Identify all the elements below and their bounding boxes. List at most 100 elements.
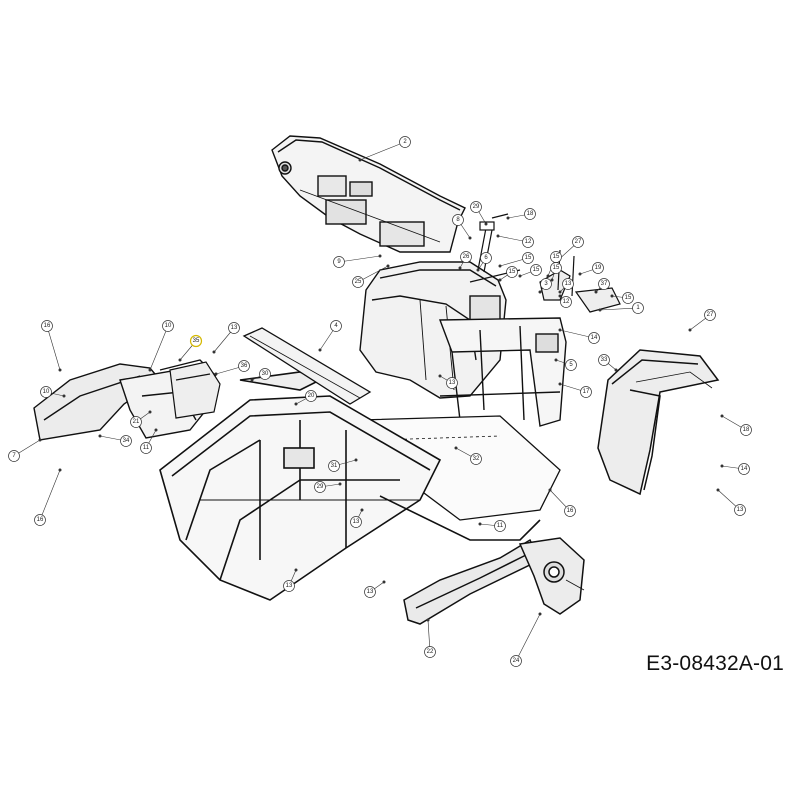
leader-end-dot <box>458 266 462 270</box>
callout-bubble <box>510 655 522 667</box>
callout-leader-16 <box>46 325 61 371</box>
callout-leader-24 <box>515 613 541 662</box>
callout-15[interactable]: 15 <box>550 251 562 263</box>
callout-label: 17 <box>583 389 590 395</box>
leader-end-dot <box>360 508 364 512</box>
callout-35[interactable]: 35 <box>189 334 203 348</box>
callout-11[interactable]: 11 <box>494 520 506 532</box>
callout-29[interactable]: 29 <box>470 201 482 213</box>
callout-37[interactable]: 37 <box>598 278 610 290</box>
callout-9[interactable]: 9 <box>333 256 345 268</box>
leader-end-dot <box>546 274 550 278</box>
callout-15[interactable]: 15 <box>506 266 518 278</box>
callout-15[interactable]: 15 <box>522 252 534 264</box>
callout-label: 13 <box>565 281 572 287</box>
leader-end-dot <box>338 482 342 486</box>
callout-label: 15 <box>533 267 540 273</box>
leader-end-dot <box>212 350 216 354</box>
callout-18[interactable]: 18 <box>524 208 536 220</box>
callout-30[interactable]: 30 <box>259 368 271 380</box>
callout-13[interactable]: 13 <box>446 377 458 389</box>
callout-1[interactable]: 1 <box>632 302 644 314</box>
callout-26[interactable]: 26 <box>460 251 472 263</box>
callout-label: 10 <box>165 323 172 329</box>
callout-12[interactable]: 12 <box>522 236 534 248</box>
callout-bubble <box>120 435 132 447</box>
callout-21[interactable]: 21 <box>130 416 142 428</box>
drawing-code: E3-08432A-01 <box>646 652 784 675</box>
leader-end-dot <box>484 222 488 226</box>
callout-16[interactable]: 16 <box>34 514 46 526</box>
callout-19[interactable]: 19 <box>592 262 604 274</box>
callout-16[interactable]: 16 <box>564 505 576 517</box>
callout-13[interactable]: 13 <box>350 516 362 528</box>
callout-10[interactable]: 10 <box>162 320 174 332</box>
callout-10[interactable]: 10 <box>40 386 52 398</box>
callout-bubble <box>283 580 295 592</box>
callout-bubble <box>734 504 746 516</box>
leader-end-dot <box>358 158 362 162</box>
callout-13[interactable]: 13 <box>734 504 746 516</box>
callout-label: 13 <box>353 519 360 525</box>
callout-13[interactable]: 13 <box>364 586 376 598</box>
leader-end-dot <box>716 488 720 492</box>
callout-33[interactable]: 33 <box>598 354 610 366</box>
callout-13[interactable]: 13 <box>228 322 240 334</box>
callout-14[interactable]: 14 <box>588 332 600 344</box>
callout-label: 24 <box>513 658 520 664</box>
callout-2[interactable]: 2 <box>399 136 411 148</box>
callout-34[interactable]: 34 <box>120 435 132 447</box>
callout-bubble <box>506 266 518 278</box>
callout-6[interactable]: 6 <box>480 252 492 264</box>
callout-29[interactable]: 29 <box>314 481 326 493</box>
callout-13[interactable]: 13 <box>283 580 295 592</box>
callout-18[interactable]: 18 <box>740 424 752 436</box>
callout-label: 31 <box>331 463 338 469</box>
callout-label: 15 <box>553 265 560 271</box>
callout-bubble <box>328 460 340 472</box>
callout-20[interactable]: 20 <box>305 390 317 402</box>
callout-36[interactable]: 36 <box>238 360 250 372</box>
callout-label: 32 <box>473 456 480 462</box>
callout-15[interactable]: 15 <box>550 262 562 274</box>
callout-7[interactable]: 7 <box>8 450 20 462</box>
callout-15[interactable]: 15 <box>622 292 634 304</box>
leader-end-dot <box>688 328 692 332</box>
callout-17[interactable]: 17 <box>580 386 592 398</box>
callout-16[interactable]: 16 <box>41 320 53 332</box>
callout-bubble <box>34 514 46 526</box>
callout-bubble <box>130 416 142 428</box>
callout-label: 26 <box>463 254 470 260</box>
callout-31[interactable]: 31 <box>328 460 340 472</box>
callout-4[interactable]: 4 <box>330 320 342 332</box>
callout-bubble <box>364 586 376 598</box>
callout-22[interactable]: 22 <box>424 646 436 658</box>
callout-11[interactable]: 11 <box>140 442 152 454</box>
callout-leader-2 <box>359 141 406 161</box>
callout-8[interactable]: 8 <box>452 214 464 226</box>
callout-27[interactable]: 27 <box>572 236 584 248</box>
callout-bubble <box>740 424 752 436</box>
callout-bubble <box>572 236 584 248</box>
callout-label: 11 <box>497 523 504 529</box>
callout-5[interactable]: 5 <box>565 359 577 371</box>
callout-bubble <box>550 262 562 274</box>
front-fender-pair <box>403 537 585 625</box>
callout-24[interactable]: 24 <box>510 655 522 667</box>
leader-end-dot <box>518 274 522 278</box>
callout-3[interactable]: 3 <box>540 278 552 290</box>
callout-15[interactable]: 15 <box>530 264 542 276</box>
callout-25[interactable]: 25 <box>352 276 364 288</box>
leader-end-dot <box>454 446 458 450</box>
callout-label: 8 <box>456 217 460 223</box>
callout-label: 12 <box>525 239 532 245</box>
callout-32[interactable]: 32 <box>470 453 482 465</box>
callout-14[interactable]: 14 <box>738 463 750 475</box>
callout-13[interactable]: 13 <box>562 278 574 290</box>
callout-12[interactable]: 12 <box>560 296 572 308</box>
callout-bubble <box>333 256 345 268</box>
callout-27[interactable]: 27 <box>704 309 716 321</box>
callout-bubble <box>228 322 240 334</box>
